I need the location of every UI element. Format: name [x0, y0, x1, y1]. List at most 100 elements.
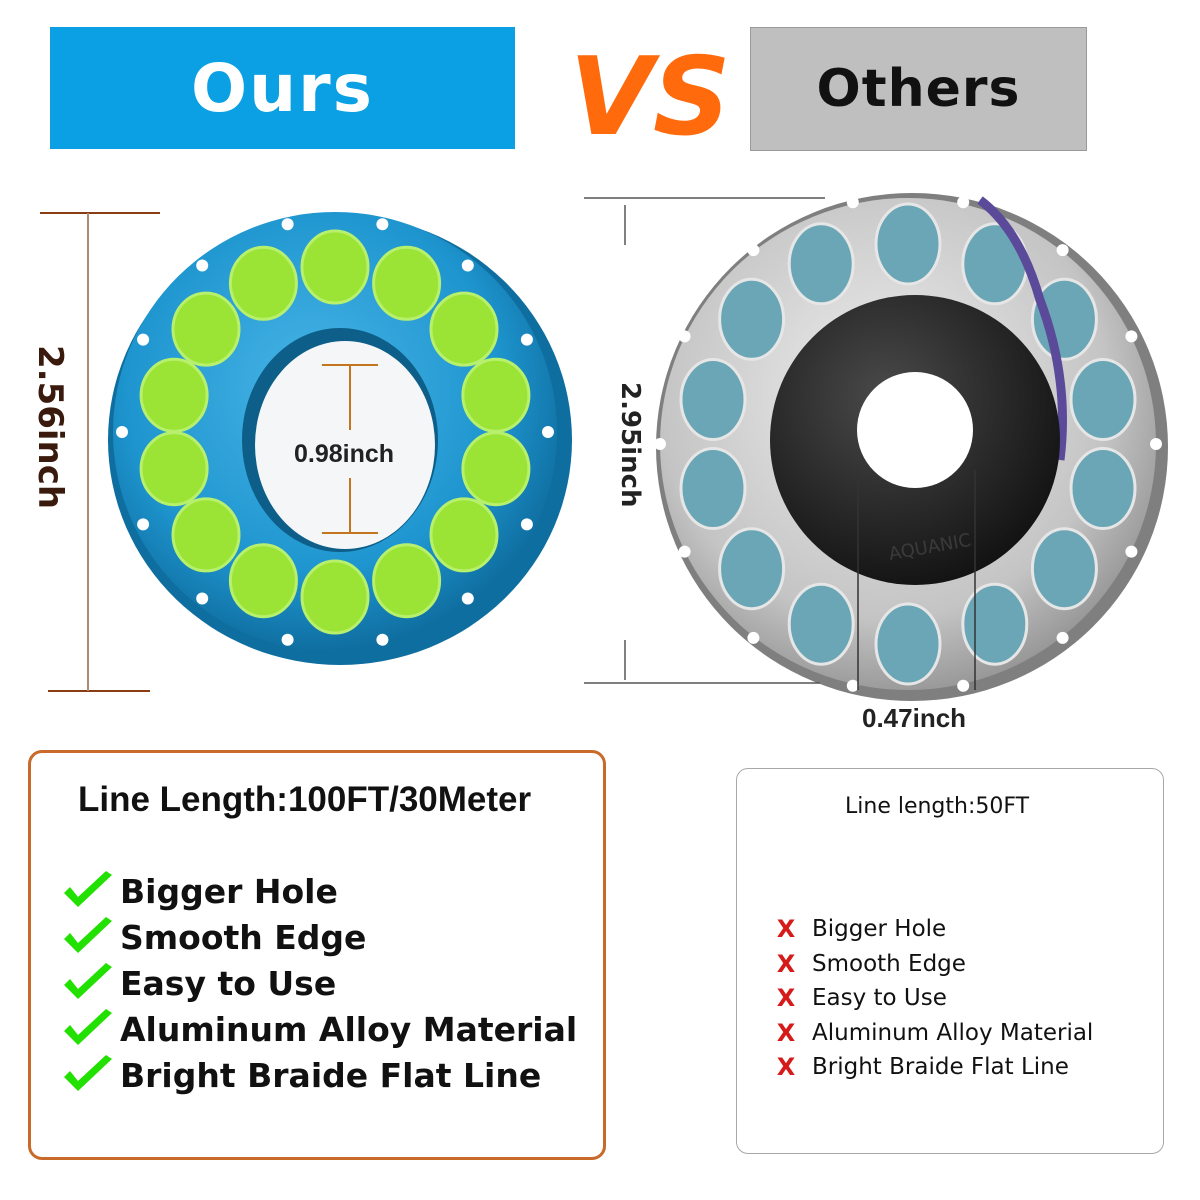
ours-line-length-title: Line Length:100FT/30Meter	[78, 780, 532, 819]
reel-rim-hole	[376, 633, 389, 646]
ours-feature-list: Bigger Hole Smooth Edge Easy to Use Alum…	[60, 868, 577, 1098]
ours-outer-dimension-line	[40, 212, 160, 692]
reel-hole	[139, 357, 209, 433]
reel-rim-hole	[846, 679, 859, 692]
reel-hole	[718, 527, 786, 611]
others-feature-item: X Bigger Hole	[775, 912, 1093, 947]
others-label: Others	[816, 59, 1021, 119]
check-icon	[64, 963, 112, 999]
reel-rim-hole	[846, 196, 859, 209]
others-hole-dimension-label: 0.47inch	[862, 703, 967, 733]
reel-rim-hole	[747, 244, 760, 257]
check-icon	[64, 917, 112, 953]
reel-rim-hole	[1056, 631, 1069, 644]
reel-rim-hole	[461, 259, 474, 272]
others-feature-item: X Easy to Use	[775, 981, 1093, 1016]
reel-rim-hole	[520, 518, 533, 531]
others-reel-image: AQUANIC	[654, 193, 1168, 701]
others-feature-item: X Bright Braide Flat Line	[775, 1050, 1093, 1085]
check-icon	[64, 871, 112, 907]
others-feature-label: Smooth Edge	[812, 950, 966, 977]
cross-icon: X	[776, 949, 796, 978]
ours-feature-label: Bright Braide Flat Line	[120, 1055, 542, 1095]
cross-icon: X	[776, 915, 796, 944]
ours-reel-holes	[116, 218, 554, 646]
reel-hole	[228, 245, 298, 321]
reel-hole	[679, 447, 747, 530]
reel-hole	[718, 277, 786, 361]
cross-icon: X	[776, 984, 796, 1013]
reel-rim-hole	[747, 631, 760, 644]
reel-rim-hole	[678, 330, 691, 343]
ours-feature-item: Easy to Use	[60, 960, 577, 1006]
ours-label: Ours	[191, 49, 374, 127]
ours-feature-label: Smooth Edge	[120, 917, 367, 957]
reel-rim-hole	[116, 426, 128, 438]
others-feature-item: X Smooth Edge	[775, 947, 1093, 982]
reel-hole	[961, 582, 1029, 666]
ours-feature-item: Bright Braide Flat Line	[60, 1052, 577, 1098]
others-feature-item: X Aluminum Alloy Material	[775, 1016, 1094, 1051]
reel-illustrations: AQUANIC	[40, 193, 1168, 701]
reel-rim-hole	[520, 333, 533, 346]
reel-hole	[300, 559, 370, 635]
others-outer-dimension-line	[584, 197, 825, 684]
reel-hole	[372, 245, 442, 321]
reel-hole	[1069, 358, 1137, 441]
others-feature-list: X Bigger Hole X Smooth Edge X Easy to Us…	[775, 912, 1094, 1085]
reel-hole	[679, 358, 747, 441]
reel-rim-hole	[957, 196, 970, 209]
reel-hole	[874, 602, 942, 686]
others-reel-holes	[654, 196, 1162, 692]
reel-hole	[787, 582, 855, 666]
others-features-panel	[736, 768, 1164, 1154]
reel-rim-hole	[137, 333, 150, 346]
reel-hole	[372, 543, 442, 619]
reel-rim-hole	[461, 592, 474, 605]
reel-rim-hole	[137, 518, 150, 531]
ours-feature-label: Bigger Hole	[120, 871, 338, 911]
check-icon	[64, 1055, 112, 1091]
cross-icon: X	[776, 1018, 796, 1047]
ours-feature-label: Easy to Use	[120, 963, 337, 1003]
reel-hole	[300, 229, 370, 305]
others-line-length-title: Line length:50FT	[845, 794, 1030, 819]
check-icon	[64, 1009, 112, 1045]
reel-hole	[228, 543, 298, 619]
reel-rim-hole	[542, 426, 554, 438]
reel-rim-hole	[376, 218, 389, 231]
ours-feature-item: Bigger Hole	[60, 868, 577, 914]
ours-feature-item: Aluminum Alloy Material	[60, 1006, 577, 1052]
ours-feature-label: Aluminum Alloy Material	[120, 1009, 578, 1049]
ours-banner: Ours	[50, 27, 515, 149]
ours-features-panel	[28, 750, 606, 1160]
reel-hole	[787, 222, 855, 306]
cross-icon: X	[776, 1053, 796, 1082]
reel-hole	[461, 357, 531, 433]
reel-hole	[429, 497, 499, 573]
reel-hole	[171, 291, 241, 367]
others-feature-label: Aluminum Alloy Material	[812, 1019, 1094, 1046]
others-outer-dimension-label: 2.95inch	[615, 382, 645, 508]
reel-hole	[1069, 447, 1137, 530]
others-feature-label: Bright Braide Flat Line	[812, 1054, 1069, 1081]
reel-rim-hole	[281, 218, 294, 231]
reel-hole	[1030, 527, 1098, 611]
reel-hole	[461, 431, 531, 507]
reel-hole	[139, 431, 209, 507]
reel-rim-hole	[281, 633, 294, 646]
vs-label: VS	[569, 35, 731, 160]
ours-feature-item: Smooth Edge	[60, 914, 577, 960]
ours-reel-image	[108, 212, 572, 665]
reel-rim-hole	[1056, 244, 1069, 257]
reel-hole	[171, 497, 241, 573]
reel-hole	[429, 291, 499, 367]
ours-hole-dimension-label: 0.98inch	[294, 440, 395, 468]
ours-hole-dimension-line	[322, 364, 378, 534]
others-feature-label: Easy to Use	[812, 985, 947, 1012]
others-hole-dimension-line	[857, 470, 976, 690]
reel-rim-hole	[1150, 438, 1162, 450]
reel-rim-hole	[196, 259, 209, 272]
others-feature-label: Bigger Hole	[812, 916, 947, 943]
reel-hole	[874, 202, 942, 286]
